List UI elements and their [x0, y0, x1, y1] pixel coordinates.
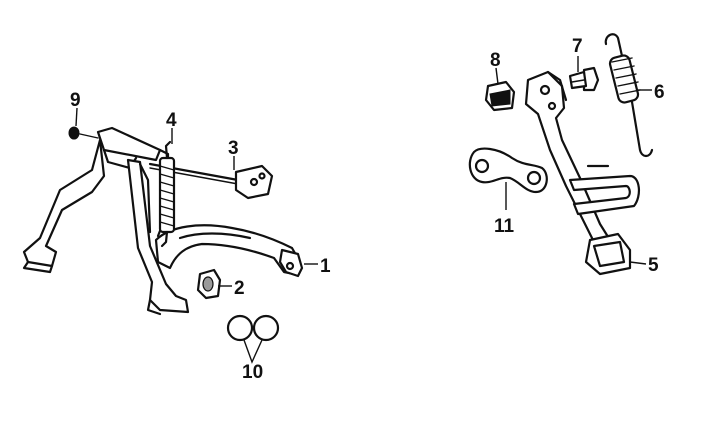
- callout-7: 7: [572, 36, 583, 57]
- callout-5: 5: [648, 255, 659, 276]
- side-stand-nut-part: [484, 80, 516, 112]
- washer-part: [68, 126, 99, 140]
- side-stand-bolt-part: [568, 66, 600, 92]
- side-stand-spring-part: [604, 33, 654, 158]
- stand-spring-part: [158, 140, 176, 248]
- callout-4: 4: [166, 110, 177, 131]
- callout-10: 10: [242, 362, 263, 383]
- stand-nut-part: [196, 268, 222, 300]
- rubber-rings-part: [226, 314, 280, 342]
- callout-8: 8: [490, 50, 501, 71]
- callout-11: 11: [494, 216, 515, 237]
- callout-9: 9: [70, 90, 81, 111]
- callout-6: 6: [654, 82, 665, 103]
- stand-bolt-part: [148, 162, 274, 200]
- callout-1: 1: [320, 256, 331, 277]
- callout-2: 2: [234, 278, 245, 299]
- callout-3: 3: [228, 138, 239, 159]
- main-stand-part: [22, 126, 304, 316]
- side-stand-part: [524, 70, 640, 276]
- bracket-plate-part: [468, 147, 548, 194]
- leader-lines: [75, 56, 652, 364]
